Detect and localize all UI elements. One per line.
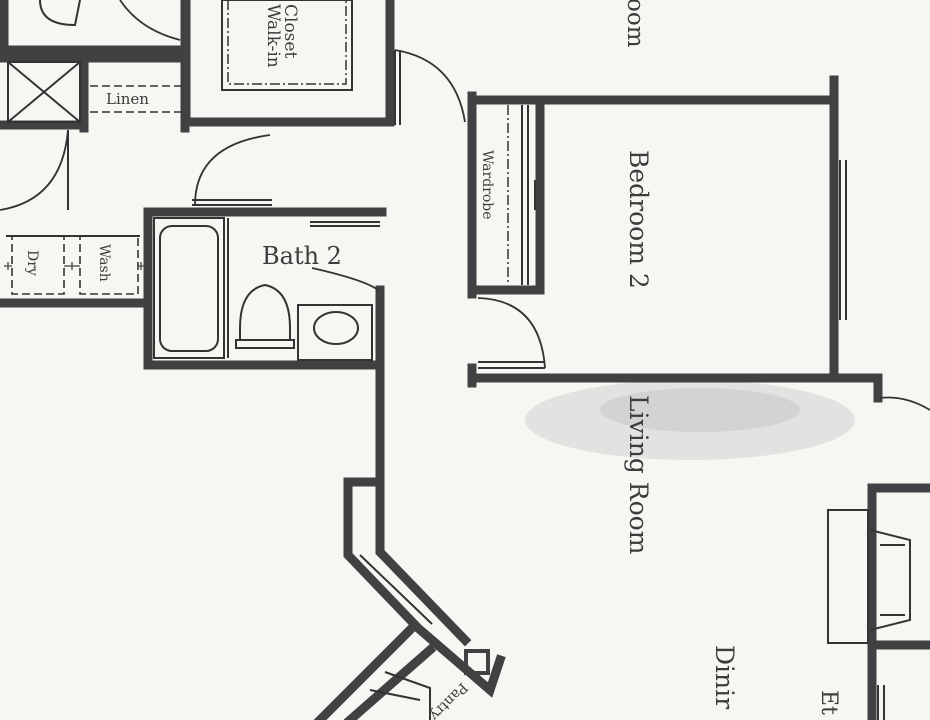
angled-wall-pantry xyxy=(313,465,506,720)
smudge-mark xyxy=(525,380,855,460)
wash-label: Wash xyxy=(96,244,112,282)
bath-2-room xyxy=(143,134,387,475)
laundry-area xyxy=(0,235,150,308)
dry-label: Dry xyxy=(24,250,40,276)
top-left-rooms xyxy=(0,0,466,211)
dining-label: Dinir xyxy=(710,645,739,709)
wardrobe-label: Wardrobe xyxy=(479,150,495,220)
entry-label: Et xyxy=(816,690,841,715)
linen-label: Linen xyxy=(106,90,149,108)
entry-area xyxy=(827,396,930,720)
room-top-label: oom xyxy=(622,0,648,48)
bedroom-2-room xyxy=(467,75,883,403)
bedroom-2-label: Bedroom 2 xyxy=(624,150,653,289)
pantry-label: Pantry xyxy=(426,679,470,720)
bath-2-label: Bath 2 xyxy=(262,242,342,270)
living-room-label: Living Room xyxy=(624,395,653,555)
walk-in-closet-label-1: Walk-in xyxy=(263,4,283,68)
walk-in-closet-label-2: Closet xyxy=(280,4,300,58)
